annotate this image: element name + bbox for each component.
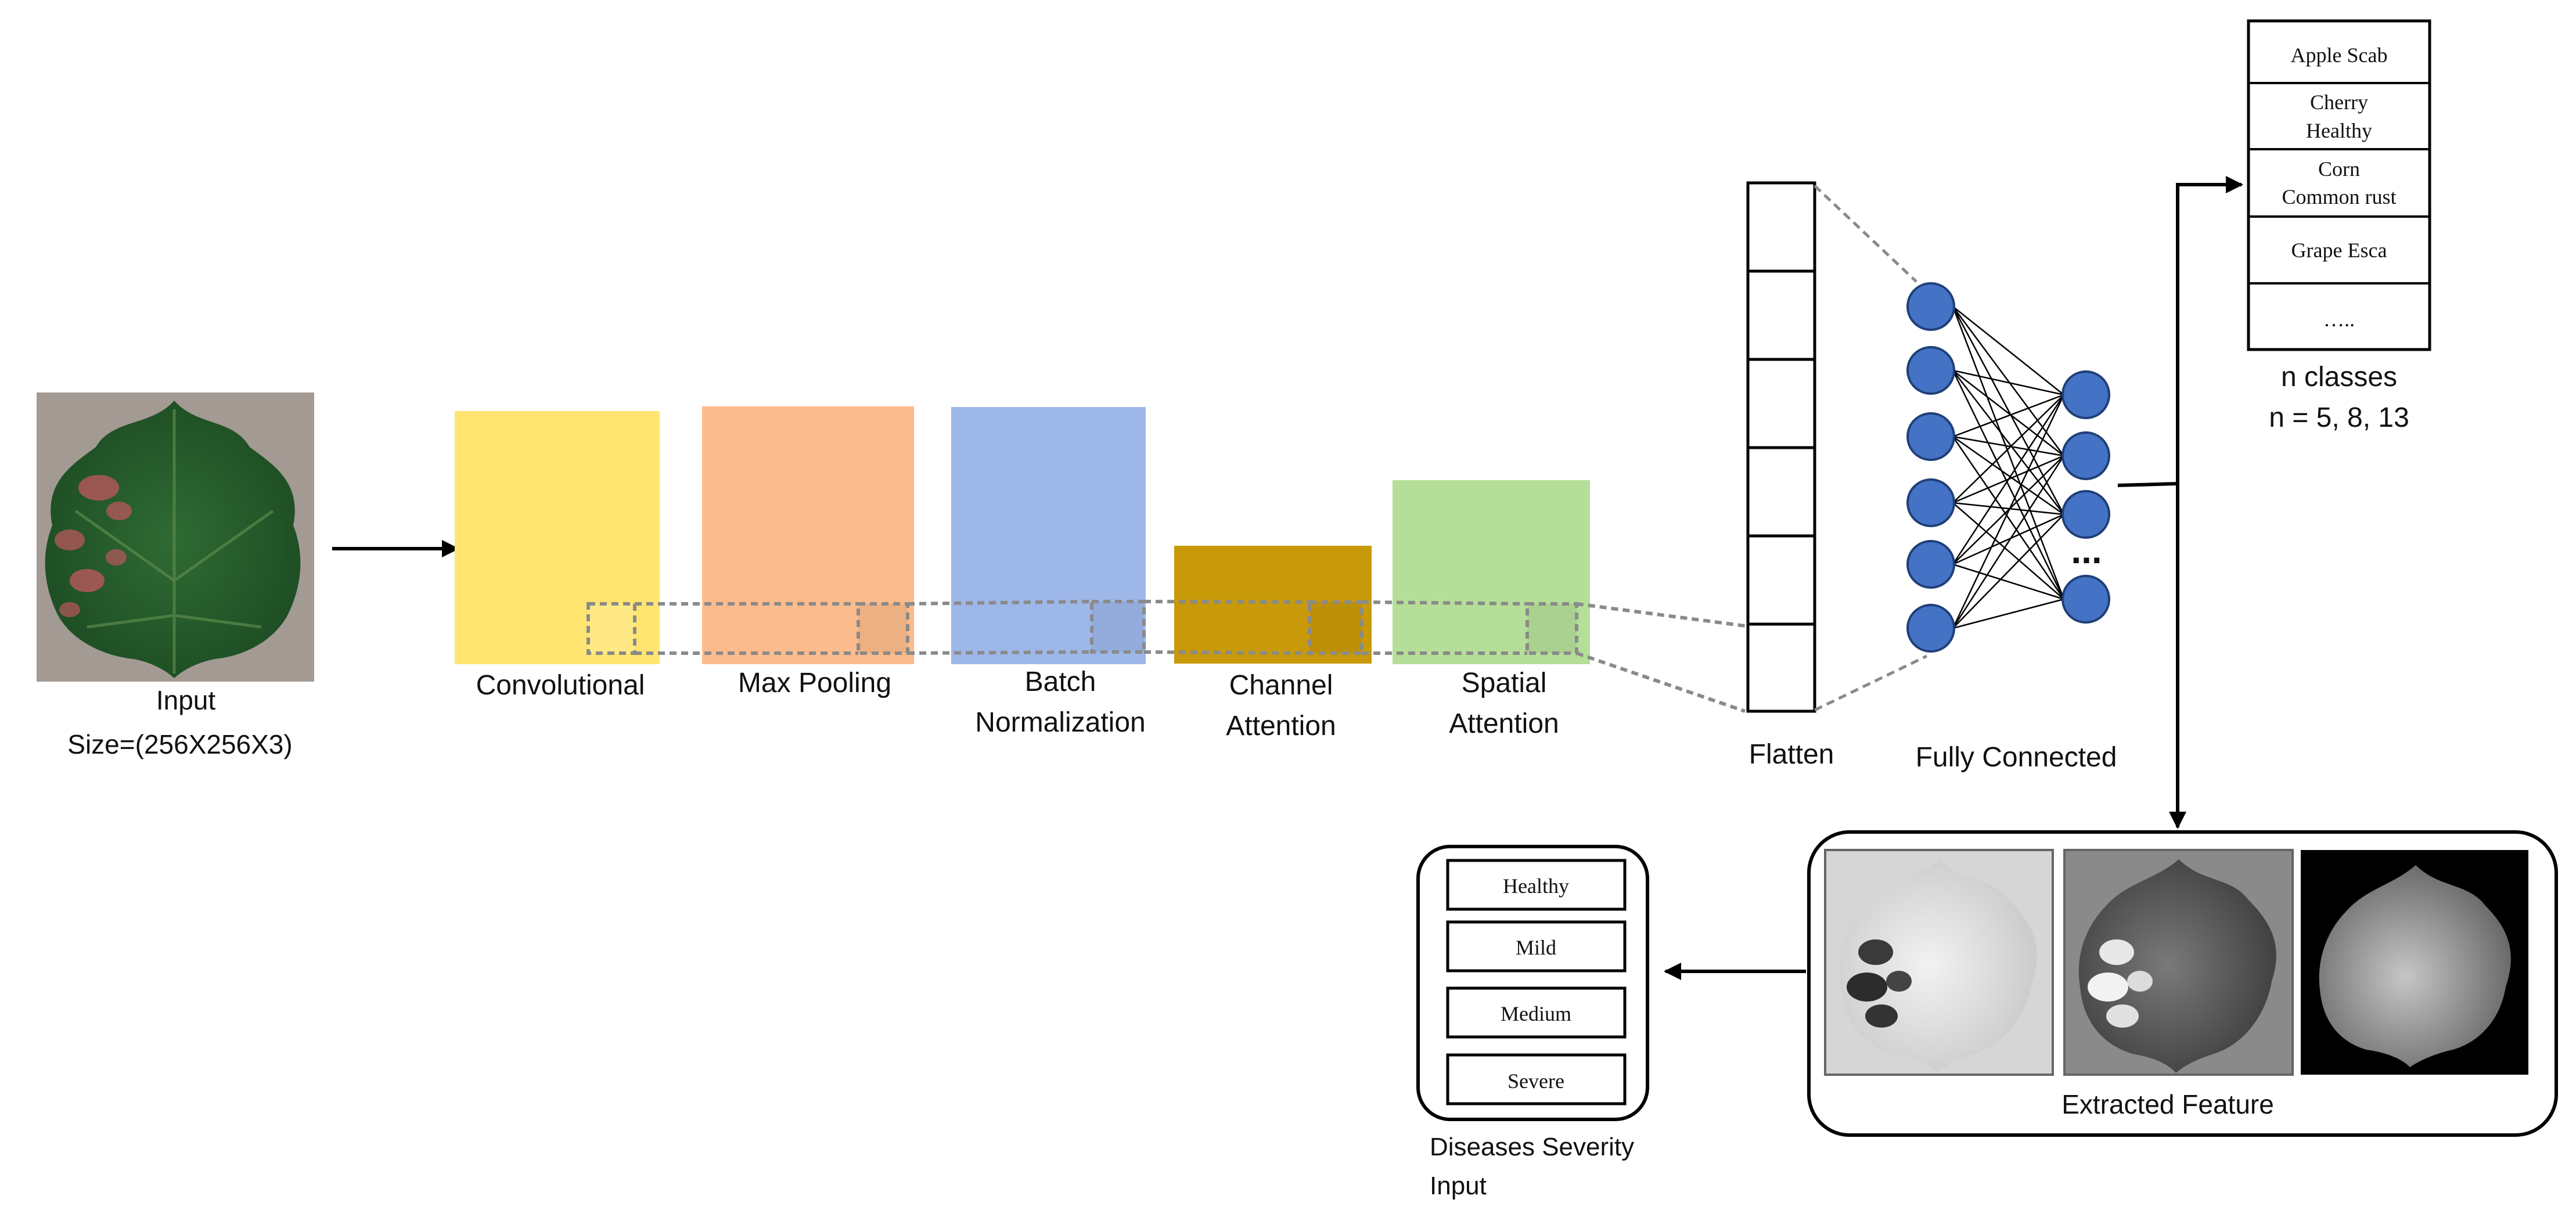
severity-caption-line1: Diseases Severity: [1430, 1133, 1634, 1161]
classes-caption-line2: n = 5, 8, 13: [2269, 402, 2409, 433]
class-item-more: …..: [2323, 308, 2355, 331]
fc-input-node: [1906, 346, 1955, 395]
spatial-attention-layer-block: [1393, 480, 1590, 664]
fully-connected-label: Fully Connected: [1916, 742, 2117, 773]
severity-boxes: [1446, 859, 1627, 1105]
maxpool-layer-block: [702, 406, 914, 664]
input-label: Input: [156, 685, 216, 715]
fc-edge: [1952, 563, 2064, 600]
spatial-attention-label-line2: Attention: [1449, 708, 1559, 739]
fc-edge: [1952, 435, 2064, 457]
severity-item-healthy: Healthy: [1503, 874, 1569, 898]
fc-input-node: [1906, 604, 1955, 653]
conv-layer-label: Convolutional: [476, 670, 645, 701]
channel-attention-layer-block: [1174, 546, 1372, 664]
input-size-label: Size=(256X256X3): [67, 729, 292, 759]
severity-item-mild: Mild: [1516, 936, 1556, 959]
fc-edge: [1952, 306, 2065, 515]
batchnorm-layer-block: [951, 407, 1146, 664]
class-item-4: Grape Esca: [2291, 239, 2387, 262]
class-item-2-line2: Healthy: [2306, 119, 2372, 142]
fc-edge: [1952, 394, 2064, 438]
fc-edge: [1952, 306, 2065, 456]
severity-caption-line2: Input: [1430, 1172, 1487, 1200]
fc-connection-lines: [1952, 306, 2065, 629]
fc-edge: [1952, 513, 2064, 566]
fc-network: [1906, 282, 2110, 653]
fc-input-node: [1906, 412, 1955, 461]
feature-map-2: [2063, 849, 2294, 1076]
fc-edge: [1952, 394, 2065, 565]
class-item-1: Apple Scab: [2291, 44, 2388, 67]
fc-edge: [1952, 514, 2064, 629]
feature-map-3: [2301, 850, 2528, 1075]
fc-edge: [1952, 502, 2064, 516]
channel-attention-label-line1: Channel: [1229, 670, 1333, 701]
class-item-3-line2: Common rust: [2282, 185, 2396, 208]
fc-edge: [1952, 598, 2064, 629]
batchnorm-layer-label-line2: Normalization: [975, 707, 1145, 738]
fc-output-node: [2061, 575, 2110, 624]
fc-edge: [1952, 455, 2065, 629]
extracted-feature-label: Extracted Feature: [2061, 1089, 2274, 1119]
fc-edge: [1952, 435, 2064, 516]
receptive-field-connectors: [635, 600, 1746, 713]
receptive-field-squares: [587, 600, 1578, 655]
flatten-vector: [1746, 181, 1816, 713]
flatten-to-fc-connectors: [1814, 185, 1928, 712]
fc-input-node: [1906, 282, 1955, 331]
fc-edge: [1952, 394, 2064, 503]
fc-output-node: [2061, 370, 2110, 419]
input-leaf-image: [37, 392, 314, 682]
fc-edge: [1952, 502, 2064, 600]
fc-edge: [1952, 306, 2065, 600]
fc-edge: [1952, 306, 2064, 395]
fc-edge: [1952, 436, 2065, 600]
fc-input-node: [1906, 540, 1955, 589]
fc-edge: [1952, 369, 2064, 396]
spatial-attention-label-line1: Spatial: [1462, 668, 1547, 698]
fc-output-arrows: [2117, 176, 2243, 829]
batchnorm-layer-label-line1: Batch: [1025, 667, 1096, 697]
severity-panel: [1416, 845, 1649, 1121]
flatten-label: Flatten: [1749, 739, 1834, 770]
maxpool-layer-label: Max Pooling: [738, 668, 891, 698]
class-item-3-line1: Corn: [2318, 157, 2360, 181]
classes-caption-line1: n classes: [2281, 362, 2397, 392]
fc-edge: [1952, 370, 2065, 600]
class-item-2-line1: Cherry: [2310, 91, 2368, 114]
conv-layer-block: [455, 411, 660, 664]
fc-edge: [1952, 370, 2064, 456]
fc-edge: [1952, 370, 2064, 515]
severity-item-severe: Severe: [1508, 1069, 1564, 1093]
fc-output-node: [2061, 431, 2110, 480]
fc-output-node: [2061, 490, 2110, 539]
feature-map-1: [1824, 849, 2054, 1076]
severity-item-medium: Medium: [1501, 1002, 1571, 1025]
classes-list: [2247, 19, 2431, 351]
channel-attention-label-line2: Attention: [1226, 711, 1336, 741]
fc-edge: [1952, 394, 2065, 629]
fc-ellipsis: ...: [2071, 530, 2102, 571]
fc-input-node: [1906, 478, 1955, 527]
